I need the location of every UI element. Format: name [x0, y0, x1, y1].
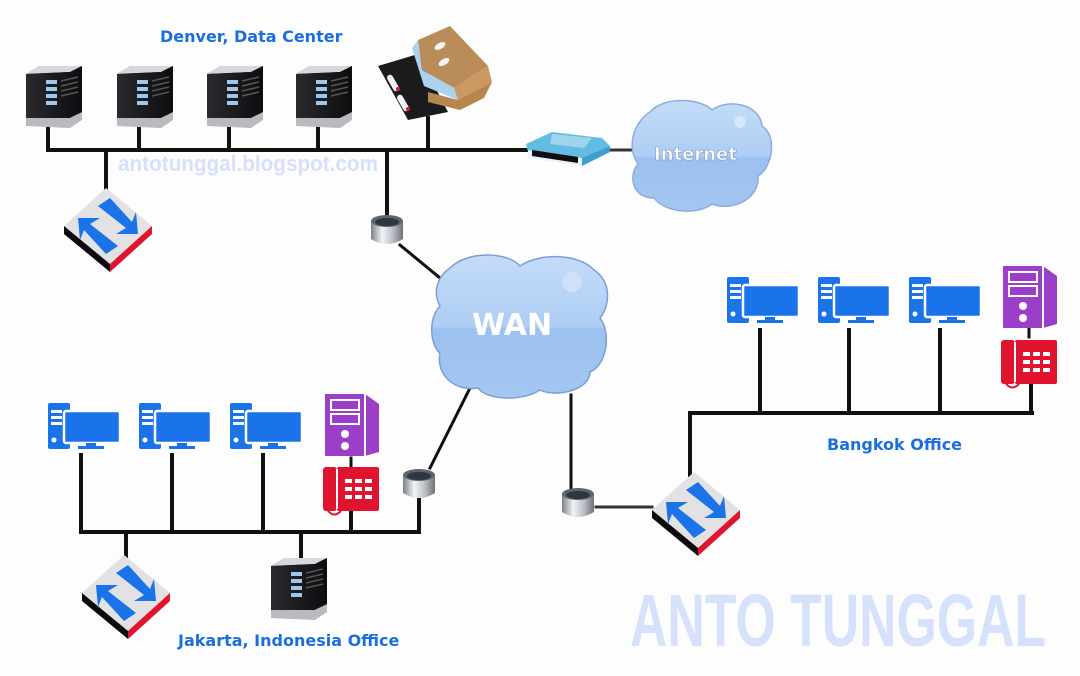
wan-cloud[interactable]: WAN — [431, 254, 609, 399]
wan-label: WAN — [472, 308, 552, 343]
workstation-icon[interactable] — [46, 401, 122, 451]
pbx-server-icon[interactable] — [324, 393, 380, 457]
internet-label: Internet — [654, 144, 737, 165]
workstation-icon[interactable] — [907, 275, 983, 325]
ip-phone-icon[interactable] — [1000, 339, 1058, 389]
server-icon[interactable] — [25, 65, 83, 129]
server-icon[interactable] — [295, 65, 353, 129]
watermark-url: antotunggal.blogspot.com — [118, 151, 378, 176]
server-icon[interactable] — [270, 557, 328, 621]
workstation-icon[interactable] — [137, 401, 213, 451]
switch-icon[interactable] — [82, 555, 170, 639]
site-label-bangkok: Bangkok Office — [827, 435, 962, 454]
ip-phone-icon[interactable] — [322, 466, 380, 516]
site-jakarta: Jakarta, Indonesia Office — [46, 393, 435, 650]
wires — [46, 116, 1034, 562]
site-label-jakarta: Jakarta, Indonesia Office — [177, 631, 400, 650]
workstation-icon[interactable] — [228, 401, 304, 451]
switch-icon[interactable] — [652, 472, 740, 556]
pbx-server-icon[interactable] — [1002, 265, 1058, 329]
internet-cloud[interactable]: Internet — [631, 99, 773, 212]
site-label-denver: Denver, Data Center — [160, 27, 343, 46]
switch-icon[interactable] — [64, 188, 152, 272]
workstation-icon[interactable] — [816, 275, 892, 325]
server-icon[interactable] — [206, 65, 264, 129]
firewall-appliance-icon[interactable] — [378, 26, 492, 120]
modem-icon[interactable] — [526, 132, 610, 166]
router-icon[interactable] — [562, 488, 594, 517]
site-bangkok: Bangkok Office — [562, 265, 1058, 556]
workstation-icon[interactable] — [725, 275, 801, 325]
server-icon[interactable] — [116, 65, 174, 129]
watermark-name: ANTO TUNGGAL — [630, 579, 1046, 662]
site-denver: Denver, Data Center — [25, 26, 610, 272]
router-icon[interactable] — [403, 469, 435, 498]
router-icon[interactable] — [371, 215, 403, 244]
